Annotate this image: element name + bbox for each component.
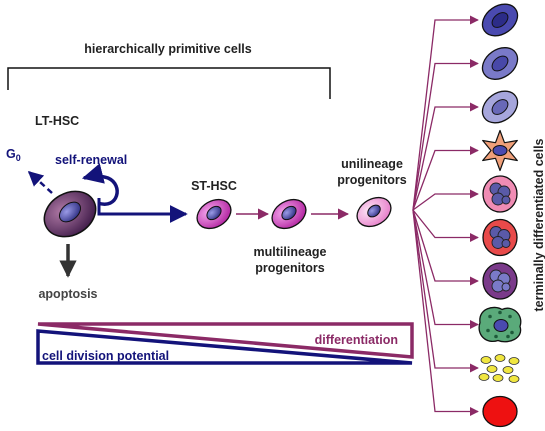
terminal-arrow: [412, 58, 479, 211]
terminal-cell-granulo: [482, 218, 518, 257]
apoptosis-label: apoptosis: [38, 287, 97, 301]
terminal-cells: [478, 3, 522, 428]
terminal-label: terminally differentiated cells: [532, 138, 545, 311]
multilineage-label-1: multilineage: [254, 245, 327, 259]
terminal-arrow: [412, 209, 479, 417]
st-hsc-cell: [196, 198, 232, 230]
unilineage-label-1: unilineage: [341, 157, 403, 171]
terminal-cell-oval: [481, 47, 519, 80]
lt-to-st-arrow: [97, 198, 188, 223]
terminal-arrow: [412, 189, 479, 211]
terminal-cell-platelets: [478, 354, 520, 383]
lt-hsc-label: LT-HSC: [35, 114, 79, 128]
self-renewal-label: self-renewal: [55, 153, 127, 167]
bracket-label: hierarchically primitive cells: [84, 42, 251, 56]
unilineage-label-2: progenitors: [337, 173, 406, 187]
unilineage-progenitor-cell: [356, 196, 392, 228]
terminal-cell-blob: [478, 306, 522, 343]
primitive-cells-bracket: [7, 67, 331, 99]
terminal-arrow: [412, 209, 479, 286]
lt-hsc-cell: [43, 190, 97, 238]
terminal-cell-erythrocyte: [482, 395, 518, 428]
st-hsc-label: ST-HSC: [191, 179, 237, 193]
cell-division-wedge: [36, 329, 413, 365]
multilineage-progenitor-cell: [271, 198, 307, 230]
terminal-cell-oval: [481, 3, 519, 37]
differentiation-wedge: [37, 322, 414, 359]
terminal-arrow: [412, 209, 479, 243]
terminal-arrow: [412, 15, 479, 211]
terminal-arrow: [412, 145, 479, 211]
terminal-arrow: [412, 209, 479, 373]
g0-arrow: [27, 170, 53, 194]
differentiation-label: differentiation: [315, 333, 398, 347]
terminal-cell-granulo: [482, 262, 518, 300]
cell-division-label: cell division potential: [42, 349, 169, 363]
terminal-cell-dendritic: [482, 129, 518, 172]
g0-label: G0: [6, 147, 21, 163]
terminal-cell-oval: [481, 90, 519, 124]
terminal-fan-arrows: [412, 15, 479, 417]
terminal-arrow: [412, 102, 479, 211]
multilineage-label-2: progenitors: [255, 261, 324, 275]
self-renewal-arrow: [81, 163, 119, 206]
terminal-cell-granulo: [482, 175, 518, 213]
terminal-arrow: [412, 209, 479, 330]
